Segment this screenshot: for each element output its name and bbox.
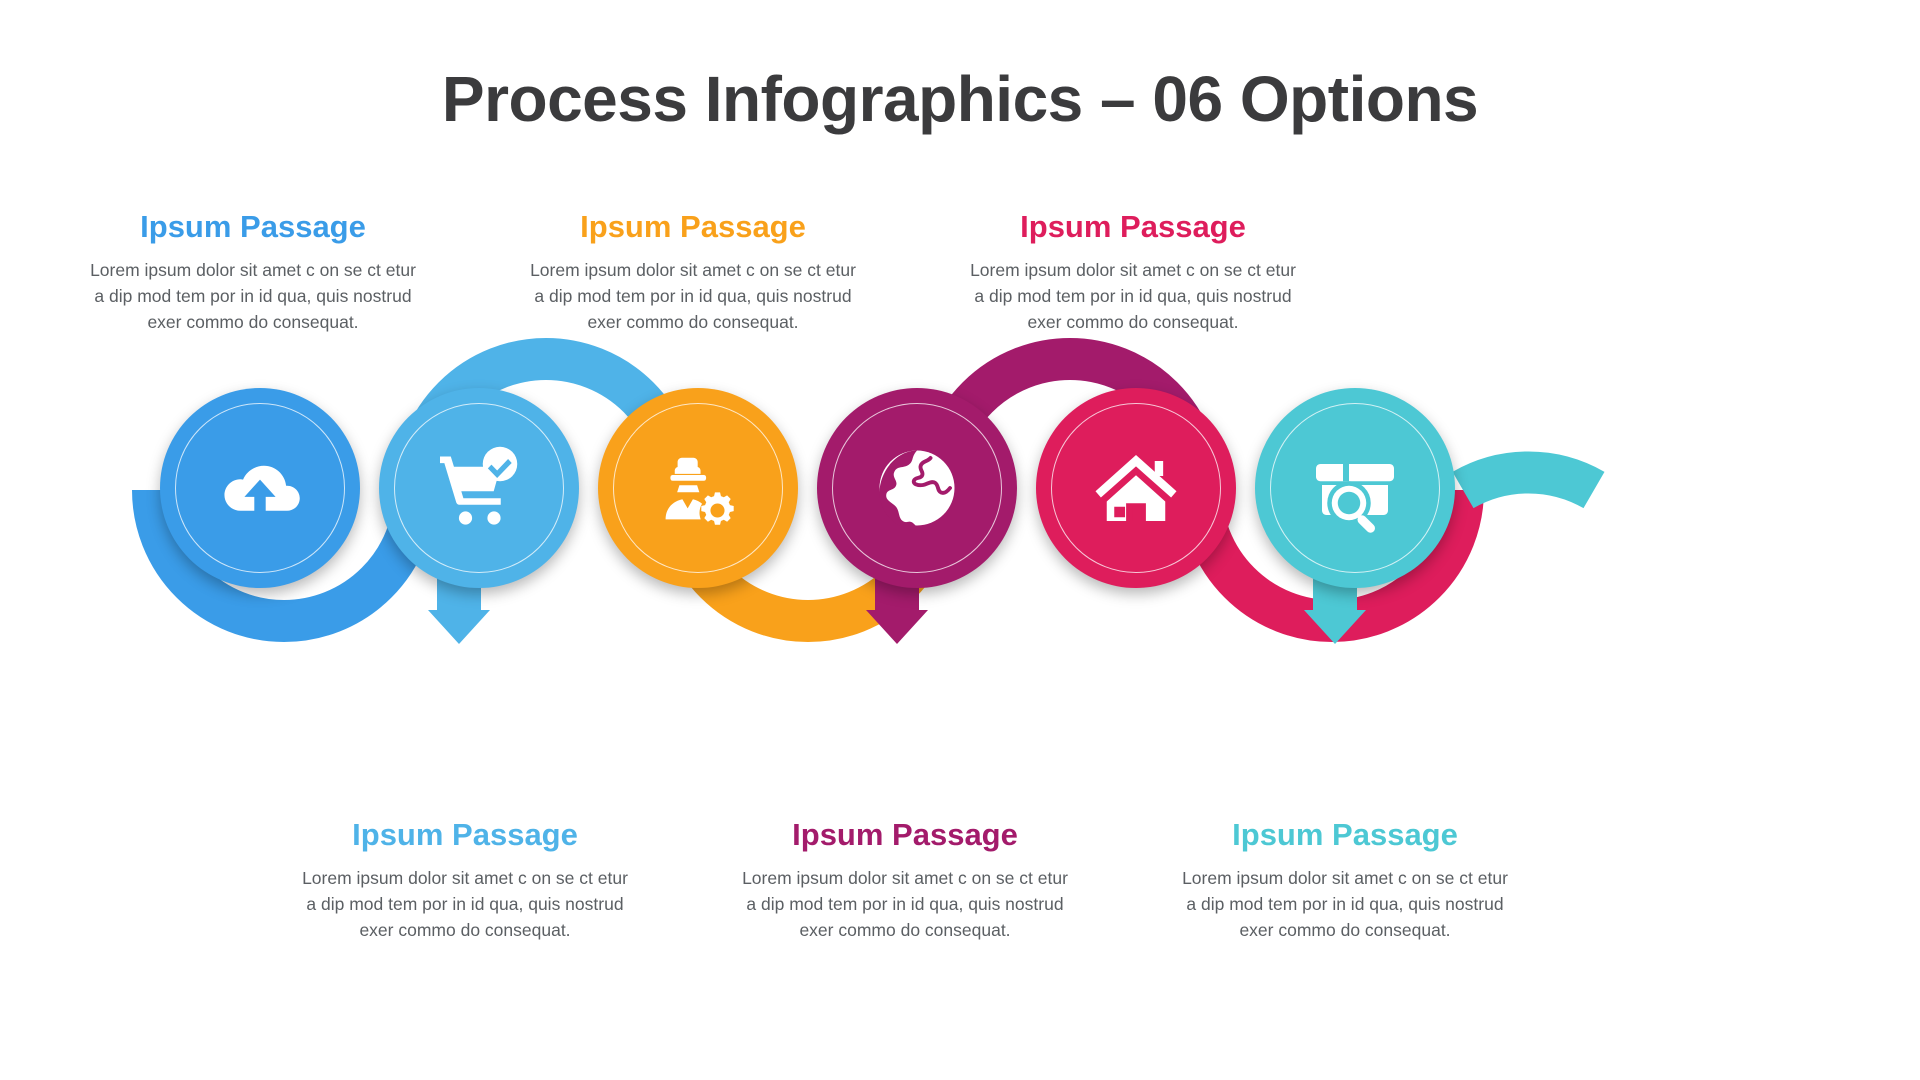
cloud-upload-icon [160, 388, 360, 588]
connector-arc-6 [1452, 451, 1605, 509]
step-node-1[interactable] [160, 388, 360, 588]
step-text-5: Ipsum Passage Lorem ipsum dolor sit amet… [968, 209, 1298, 336]
step-body-6: Lorem ipsum dolor sit amet c on se ct et… [1182, 868, 1508, 940]
step-text-4: Ipsum Passage Lorem ipsum dolor sit amet… [740, 817, 1070, 944]
step-body-5: Lorem ipsum dolor sit amet c on se ct et… [970, 260, 1296, 332]
step-heading-2: Ipsum Passage [352, 817, 578, 852]
step-heading-6: Ipsum Passage [1232, 817, 1458, 852]
step-text-6: Ipsum Passage Lorem ipsum dolor sit amet… [1180, 817, 1510, 944]
step-heading-5: Ipsum Passage [1020, 209, 1246, 244]
step-node-5[interactable] [1036, 388, 1236, 588]
globe-icon [817, 388, 1017, 588]
step-heading-1: Ipsum Passage [140, 209, 366, 244]
step-node-4[interactable] [817, 388, 1017, 588]
step-node-6[interactable] [1255, 388, 1455, 588]
house-icon [1036, 388, 1236, 588]
engineer-gear-icon [598, 388, 798, 588]
step-text-1: Ipsum Passage Lorem ipsum dolor sit amet… [88, 209, 418, 336]
step-body-4: Lorem ipsum dolor sit amet c on se ct et… [742, 868, 1068, 940]
step-body-2: Lorem ipsum dolor sit amet c on se ct et… [302, 868, 628, 940]
step-node-3[interactable] [598, 388, 798, 588]
step-text-3: Ipsum Passage Lorem ipsum dolor sit amet… [528, 209, 858, 336]
step-body-1: Lorem ipsum dolor sit amet c on se ct et… [90, 260, 416, 332]
shopping-cart-check-icon [379, 388, 579, 588]
step-body-3: Lorem ipsum dolor sit amet c on se ct et… [530, 260, 856, 332]
step-text-2: Ipsum Passage Lorem ipsum dolor sit amet… [300, 817, 630, 944]
package-search-icon [1255, 388, 1455, 588]
step-node-2[interactable] [379, 388, 579, 588]
step-heading-4: Ipsum Passage [792, 817, 1018, 852]
step-heading-3: Ipsum Passage [580, 209, 806, 244]
page-title: Process Infographics – 06 Options [441, 63, 1479, 135]
